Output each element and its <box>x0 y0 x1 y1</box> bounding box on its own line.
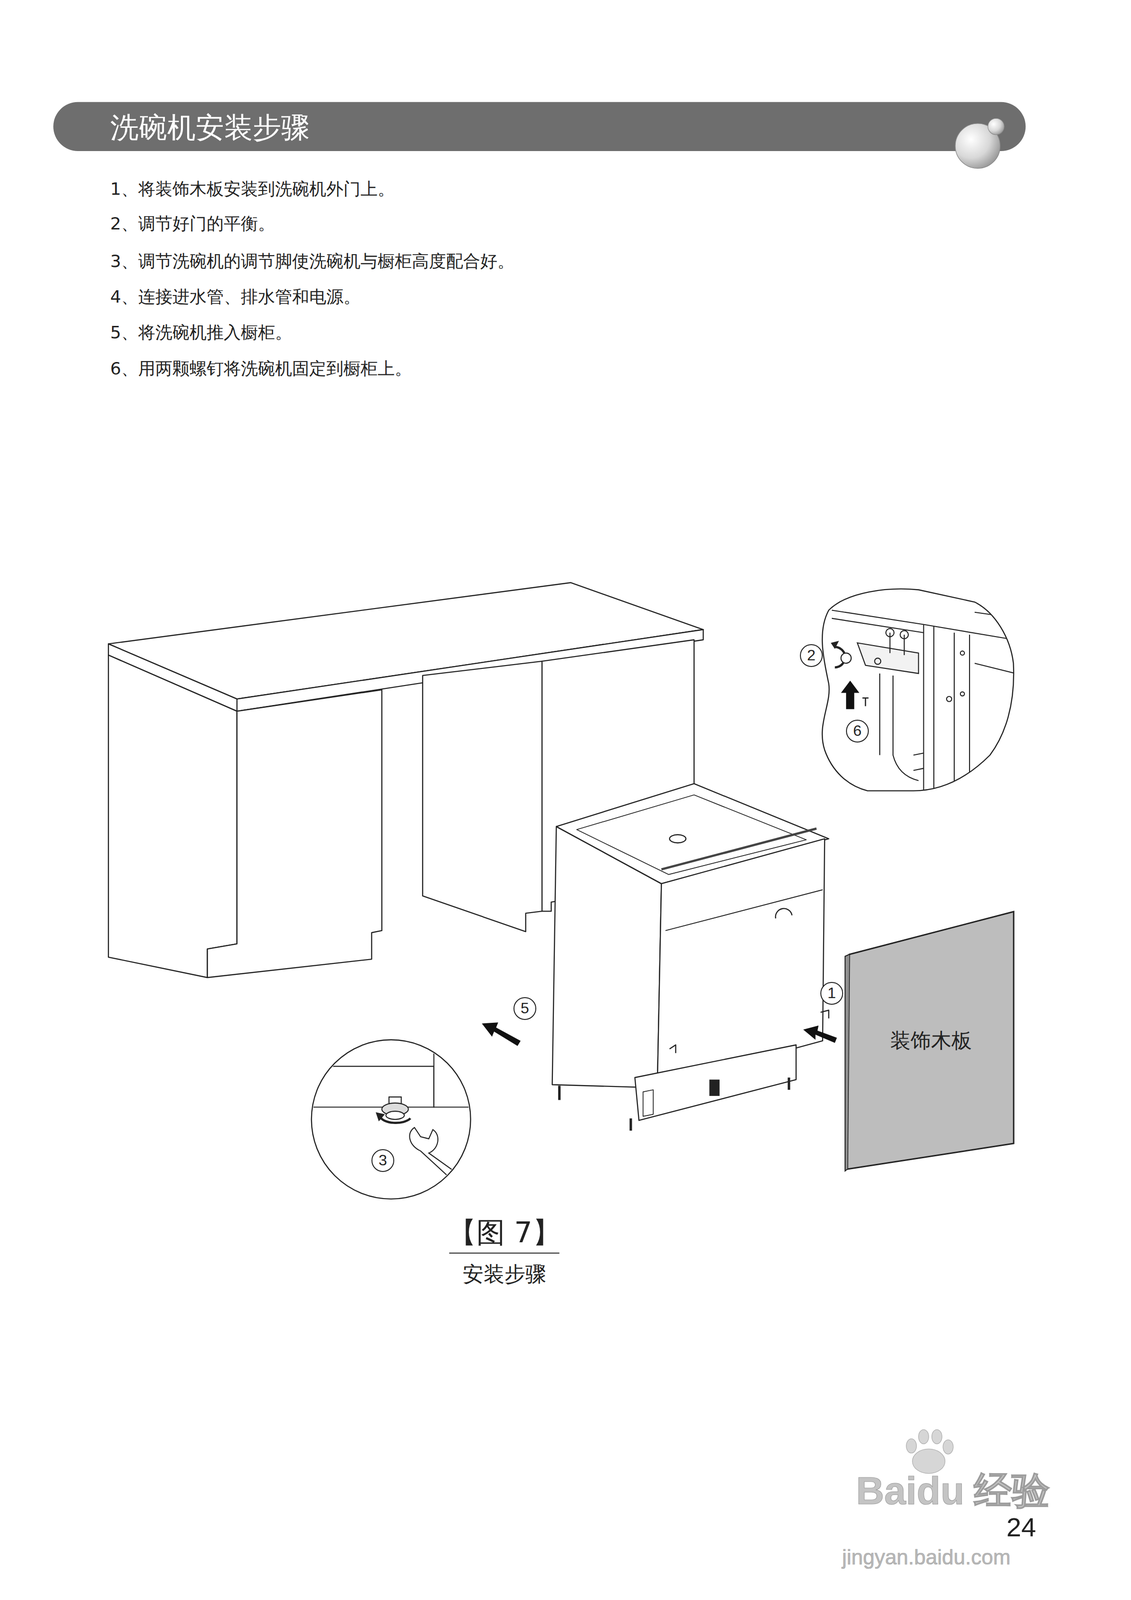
watermark-paw <box>906 1429 954 1474</box>
decor-panel: 装饰木板 <box>845 908 1017 1173</box>
step-text: 4、连接进水管、排水管和电源。 <box>110 286 361 307</box>
door-detail-inset-part <box>840 653 851 664</box>
step-text: 3、调节洗碗机的调节脚使洗碗机与橱柜高度配合好。 <box>110 251 515 271</box>
push-arrows-part <box>481 1022 521 1046</box>
dishwasher-part <box>669 834 686 843</box>
foot-detail-inset-part-part <box>433 1050 480 1107</box>
door-detail-inset-part-part <box>874 657 881 665</box>
watermark-paw-part <box>906 1438 917 1454</box>
page-number: 24 <box>1006 1511 1036 1543</box>
door-detail-inset-part-part <box>900 630 909 639</box>
foot-detail-inset-part <box>380 1116 411 1123</box>
watermark-paw-part <box>918 1429 929 1444</box>
watermark-paw-part <box>942 1439 953 1455</box>
callout-circle: 6 <box>845 719 869 743</box>
kitchen-cabinet-part <box>422 661 542 932</box>
door-detail-inset <box>822 589 1021 797</box>
step-text: 5、将洗碗机推入橱柜。 <box>110 322 293 343</box>
dishwasher-part <box>820 1009 829 1018</box>
push-arrows-part <box>803 1025 837 1044</box>
step-text: 6、用两颗螺钉将洗碗机固定到橱柜上。 <box>110 358 412 379</box>
step-text: 1、将装饰木板安装到洗碗机外门上。 <box>110 179 395 199</box>
door-detail-inset-part-part <box>831 609 1021 641</box>
door-detail-inset-part-part <box>974 612 1016 674</box>
foot-detail-inset-part <box>306 1050 480 1186</box>
door-detail-inset-part-part <box>954 632 970 797</box>
callout-number: 6 <box>853 722 862 740</box>
dishwasher-part <box>775 908 793 919</box>
watermark: 经验 <box>973 1468 1050 1513</box>
figure-caption: 【图 7】 <box>447 1216 561 1249</box>
kitchen-cabinet-part <box>207 689 382 978</box>
dishwasher <box>552 783 829 1131</box>
door-detail-inset-part-part <box>913 752 924 771</box>
callout-circle: 3 <box>371 1149 395 1172</box>
title-band-part <box>988 118 1005 135</box>
callout-circle: 1 <box>820 981 844 1005</box>
foot-detail-inset <box>306 1039 480 1199</box>
callout-circle: 5 <box>513 997 537 1020</box>
title-band-part <box>53 102 1026 152</box>
foot-detail-inset-part-part <box>306 1066 434 1108</box>
kitchen-cabinet-part <box>108 655 238 978</box>
panel-shape <box>847 911 1014 1170</box>
dishwasher-part <box>709 1079 720 1096</box>
figure-subtitle: 安装步骤 <box>462 1262 547 1287</box>
door-detail-inset-part-part <box>960 650 965 656</box>
callout-circle: 2 <box>799 644 823 667</box>
callout-number: 2 <box>807 646 816 664</box>
panel-edge <box>845 954 850 1171</box>
door-detail-inset-part-part <box>879 673 919 781</box>
door-detail-inset-part <box>831 609 1021 796</box>
door-detail-inset-part-part <box>885 628 894 637</box>
dishwasher-part <box>635 1045 797 1121</box>
door-detail-inset-part-part <box>946 696 952 702</box>
foot-detail-inset-part-part <box>409 1127 465 1186</box>
foot-detail-inset-part <box>375 1111 385 1122</box>
callout-number: 5 <box>520 999 530 1017</box>
foot-detail-inset-part <box>311 1039 471 1199</box>
door-detail-inset-part-part <box>923 624 934 797</box>
watermark-paw-part <box>931 1429 942 1444</box>
dishwasher-part <box>657 838 825 1086</box>
door-detail-inset-part <box>830 640 839 649</box>
door-detail-inset-part-part <box>831 618 924 633</box>
watermark-url: jingyan.baidu.com <box>842 1545 1011 1570</box>
door-detail-inset-part-part <box>960 691 965 696</box>
foot-detail-inset-part-part <box>385 1111 405 1120</box>
callout-number: 1 <box>827 984 837 1002</box>
dishwasher-part <box>643 1089 654 1117</box>
push-arrows <box>481 1022 837 1046</box>
title-band <box>53 102 1026 169</box>
caption-rule-part <box>449 1252 560 1254</box>
door-detail-inset-part-part <box>857 642 919 674</box>
dishwasher-part <box>665 889 823 931</box>
page-title: 洗碗机安装步骤 <box>110 111 310 144</box>
dishwasher-part <box>669 1045 676 1054</box>
door-detail-inset-part <box>822 589 1014 791</box>
dishwasher-part <box>559 1077 789 1131</box>
panel-label: 装饰木板 <box>890 1029 972 1052</box>
watermark: Baidu <box>855 1468 965 1513</box>
caption-rule <box>449 1252 560 1254</box>
step-text: 2、调节好门的平衡。 <box>110 213 276 234</box>
door-detail-inset-part <box>840 680 860 710</box>
door-detail-inset-part <box>862 697 869 706</box>
callout-number: 3 <box>378 1151 388 1169</box>
